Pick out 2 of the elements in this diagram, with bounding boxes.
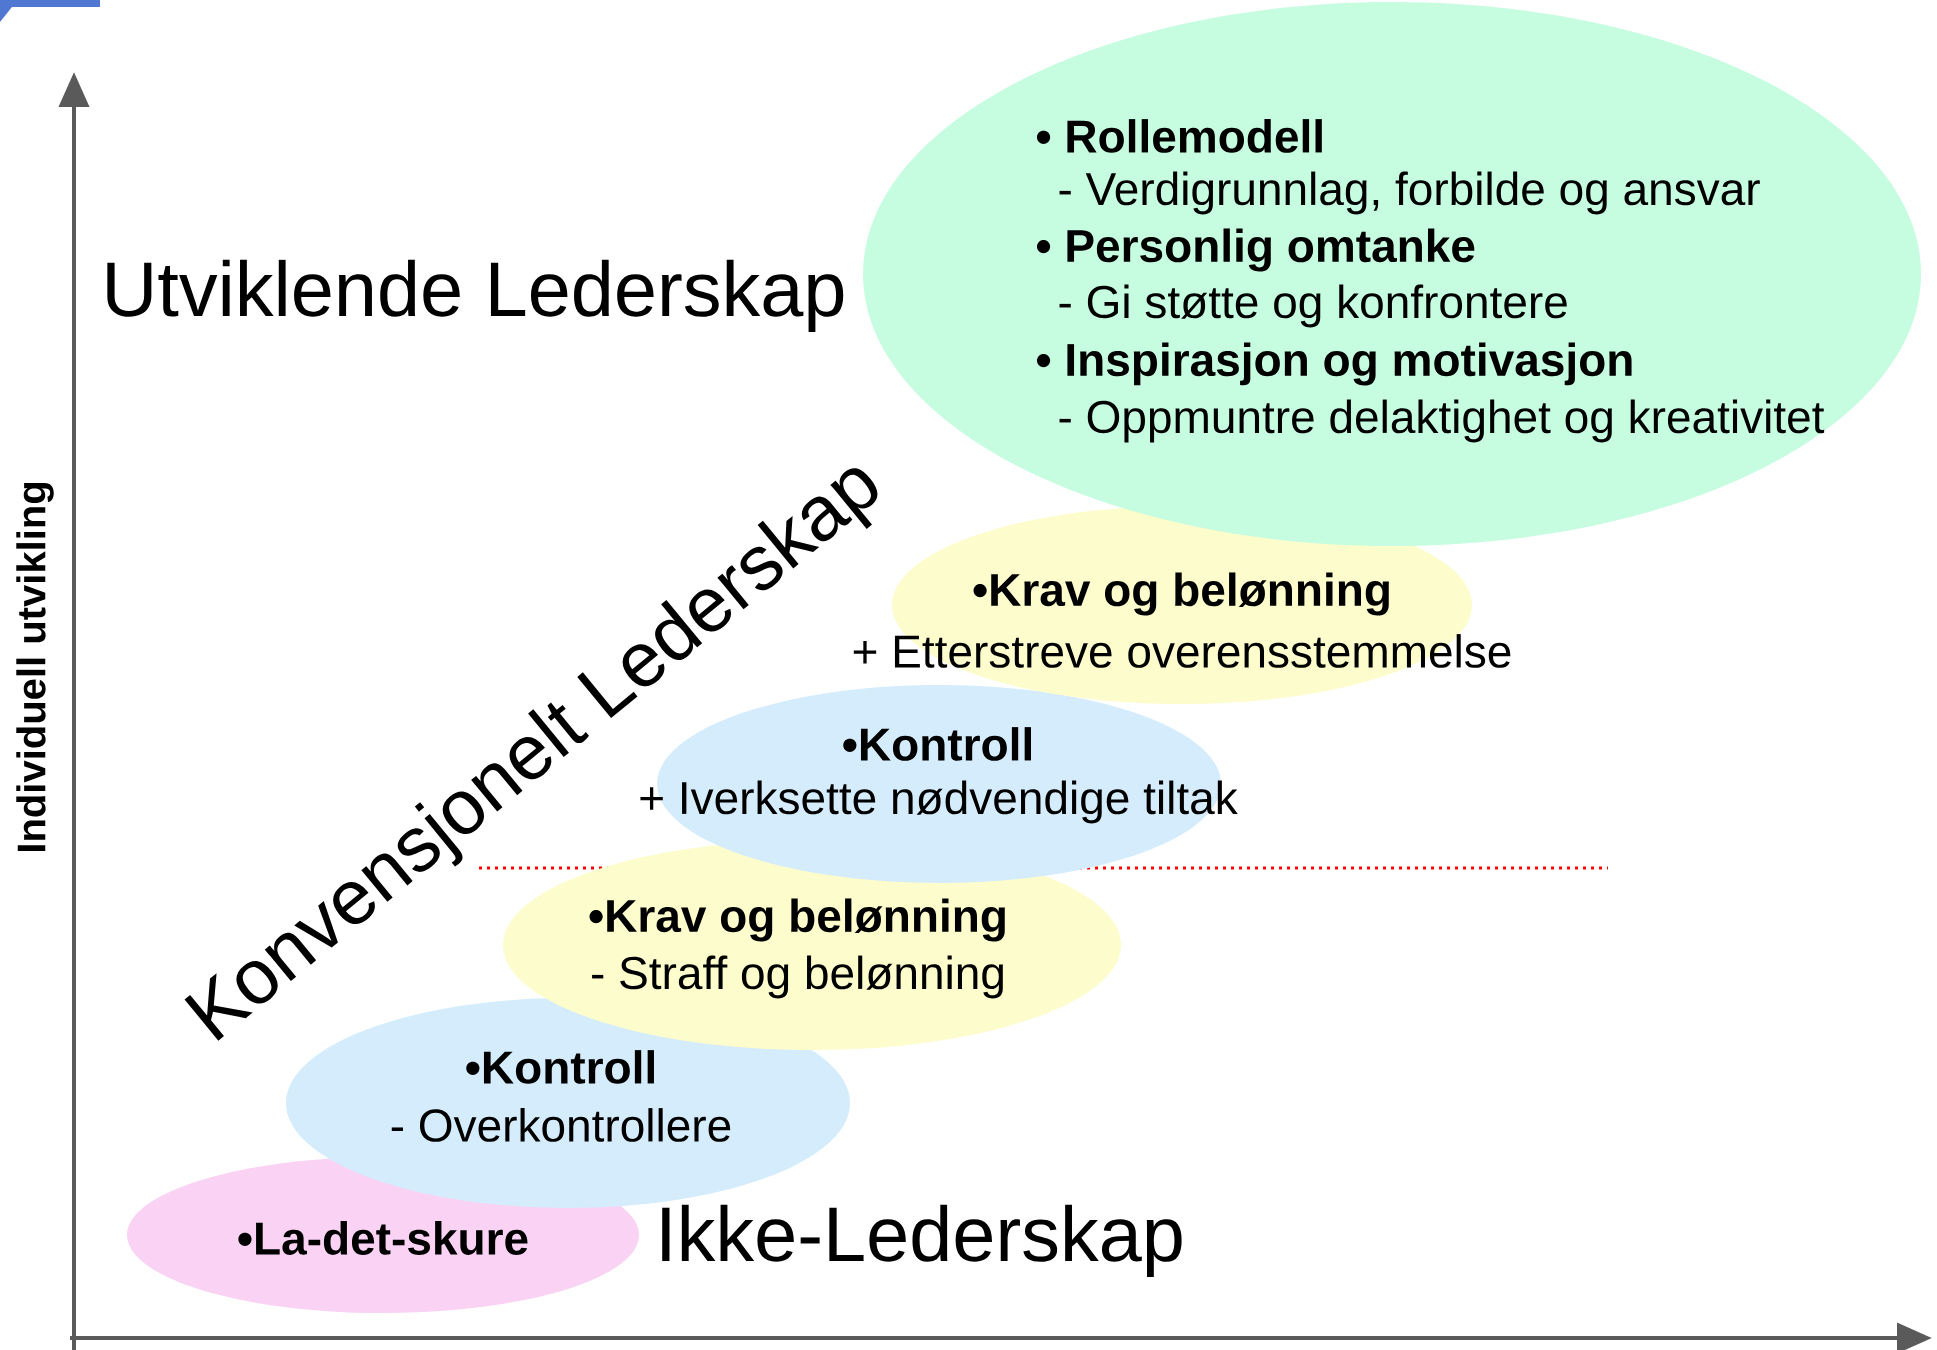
heading-label: Individuell utvikling [16,482,54,851]
heading-label: Utviklende Lederskap [107,259,844,333]
